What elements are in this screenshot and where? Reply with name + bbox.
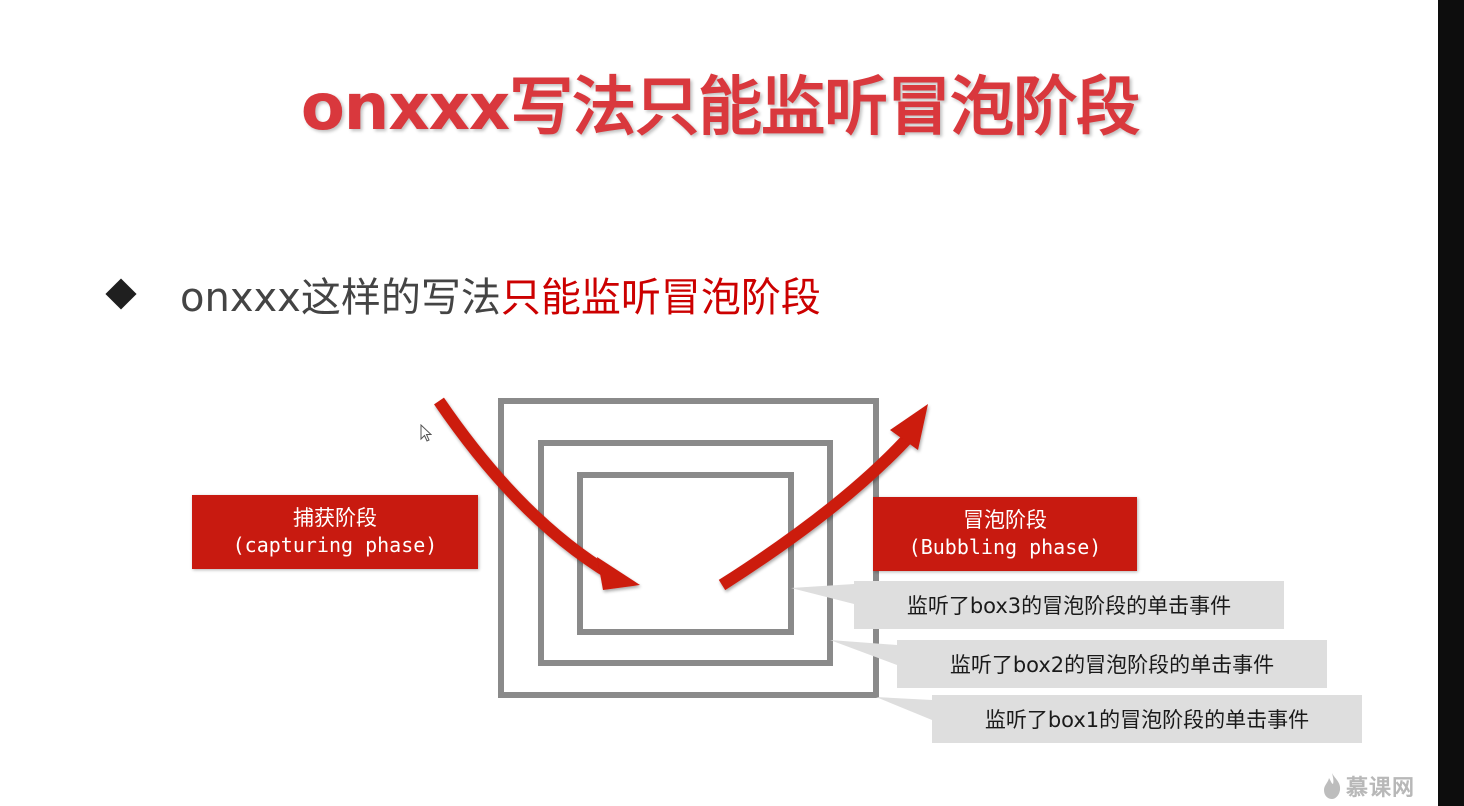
capture-arrow-icon (434, 397, 640, 590)
capturing-phase-label: 捕获阶段 (capturing phase) (192, 495, 478, 569)
bubbling-phase-cn: 冒泡阶段 (963, 508, 1047, 532)
watermark: 慕课网 (1322, 770, 1415, 802)
bullet-text-prefix: onxxx这样的写法 (180, 275, 501, 321)
flame-logo-icon (1324, 773, 1341, 799)
bubble-arrow-icon (718, 404, 928, 591)
callout-box2: 监听了box2的冒泡阶段的单击事件 (897, 640, 1327, 688)
bullet-text: onxxx这样的写法只能监听冒泡阶段 (180, 265, 821, 323)
callout-box1: 监听了box1的冒泡阶段的单击事件 (932, 695, 1362, 743)
capturing-phase-cn: 捕获阶段 (293, 506, 377, 530)
bubbling-phase-label: 冒泡阶段 (Bubbling phase) (873, 497, 1137, 571)
watermark-text: 慕课网 (1346, 776, 1416, 801)
slide-title: onxxx写法只能监听冒泡阶段 (300, 71, 1140, 145)
bubbling-phase-en: (Bubbling phase) (908, 535, 1102, 559)
callout-box3: 监听了box3的冒泡阶段的单击事件 (854, 581, 1284, 629)
capturing-phase-en: (capturing phase) (232, 533, 438, 557)
box2-middle-rect (538, 440, 833, 666)
callout-pointer-box2 (830, 640, 897, 665)
callout-pointer-box1 (876, 697, 932, 720)
bullet-text-highlight: 只能监听冒泡阶段 (500, 275, 821, 321)
bullet-item: onxxx这样的写法只能监听冒泡阶段 (104, 264, 821, 324)
screen-edge-strip (1438, 0, 1464, 806)
mouse-pointer-icon (420, 424, 432, 442)
callout-pointer-box3 (791, 584, 854, 604)
